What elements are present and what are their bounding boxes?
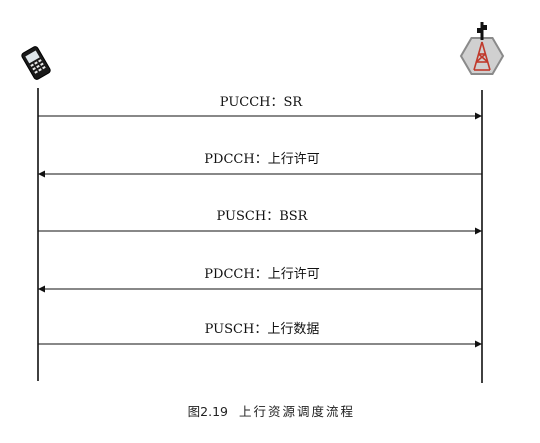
base-station-tower-icon [459, 22, 505, 75]
message-label: PUCCH：SR [220, 95, 304, 110]
message-label: PDCCH：上行许可 [204, 152, 319, 167]
message-1: PUCCH：SR [38, 95, 482, 120]
message-5: PUSCH：上行数据 [38, 322, 482, 348]
message-label: PDCCH：上行许可 [204, 267, 319, 282]
message-3: PUSCH：BSR [38, 209, 482, 235]
message-label: PUSCH：BSR [217, 209, 309, 224]
figure-caption: 图2.19 上行资源调度流程 [188, 404, 355, 419]
figure-title: 上行资源调度流程 [239, 404, 355, 419]
figure-number: 图2.19 [188, 404, 228, 419]
message-label: PUSCH：上行数据 [205, 322, 320, 337]
phone-icon [21, 46, 51, 80]
message-4: PDCCH：上行许可 [38, 267, 482, 293]
message-2: PDCCH：上行许可 [38, 152, 482, 178]
